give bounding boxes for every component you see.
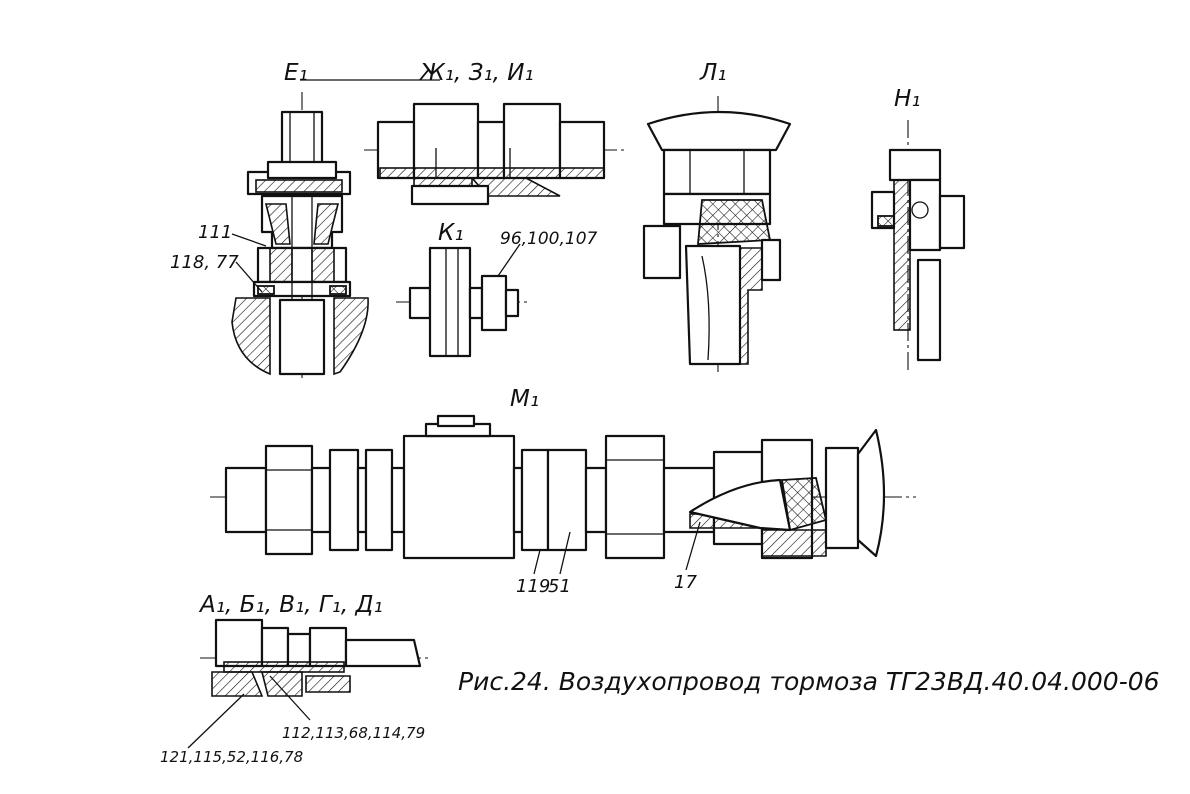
view-label-k1: К₁ [438, 220, 464, 246]
callout-17: 17 [674, 572, 697, 593]
view-label-m1: М₁ [510, 386, 539, 412]
view-label-e1: Е₁ [284, 60, 308, 86]
view-n1-drawing [870, 120, 966, 372]
callout-51: 51 [548, 576, 571, 597]
view-zh1-drawing [364, 102, 628, 206]
view-m1-drawing [210, 414, 916, 575]
figure-caption: Рис.24. Воздухопровод тормоза ТГ23ВД.40.… [458, 667, 1160, 696]
callout-111: 111 [198, 222, 232, 243]
view-a1-drawing [187, 618, 430, 749]
view-label-l1: Л₁ [699, 60, 727, 86]
callout-121-115-52-116-78: 121,115,52,116,78 [160, 748, 303, 766]
callout-118-77: 118, 77 [170, 252, 239, 273]
view-l1-drawing [642, 96, 792, 372]
view-label-zh1: Ж₁, З₁, И₁ [418, 60, 534, 86]
callout-112-113-68-114-79: 112,113,68,114,79 [282, 724, 425, 742]
view-label-a1: А₁, Б₁, В₁, Г₁, Д₁ [198, 592, 383, 618]
view-e1-drawing [231, 79, 440, 380]
view-k1-drawing [396, 243, 528, 358]
callout-96-100-107: 96,100,107 [500, 229, 598, 249]
callout-119: 119 [516, 576, 550, 597]
view-label-n1: Н₁ [894, 86, 921, 112]
